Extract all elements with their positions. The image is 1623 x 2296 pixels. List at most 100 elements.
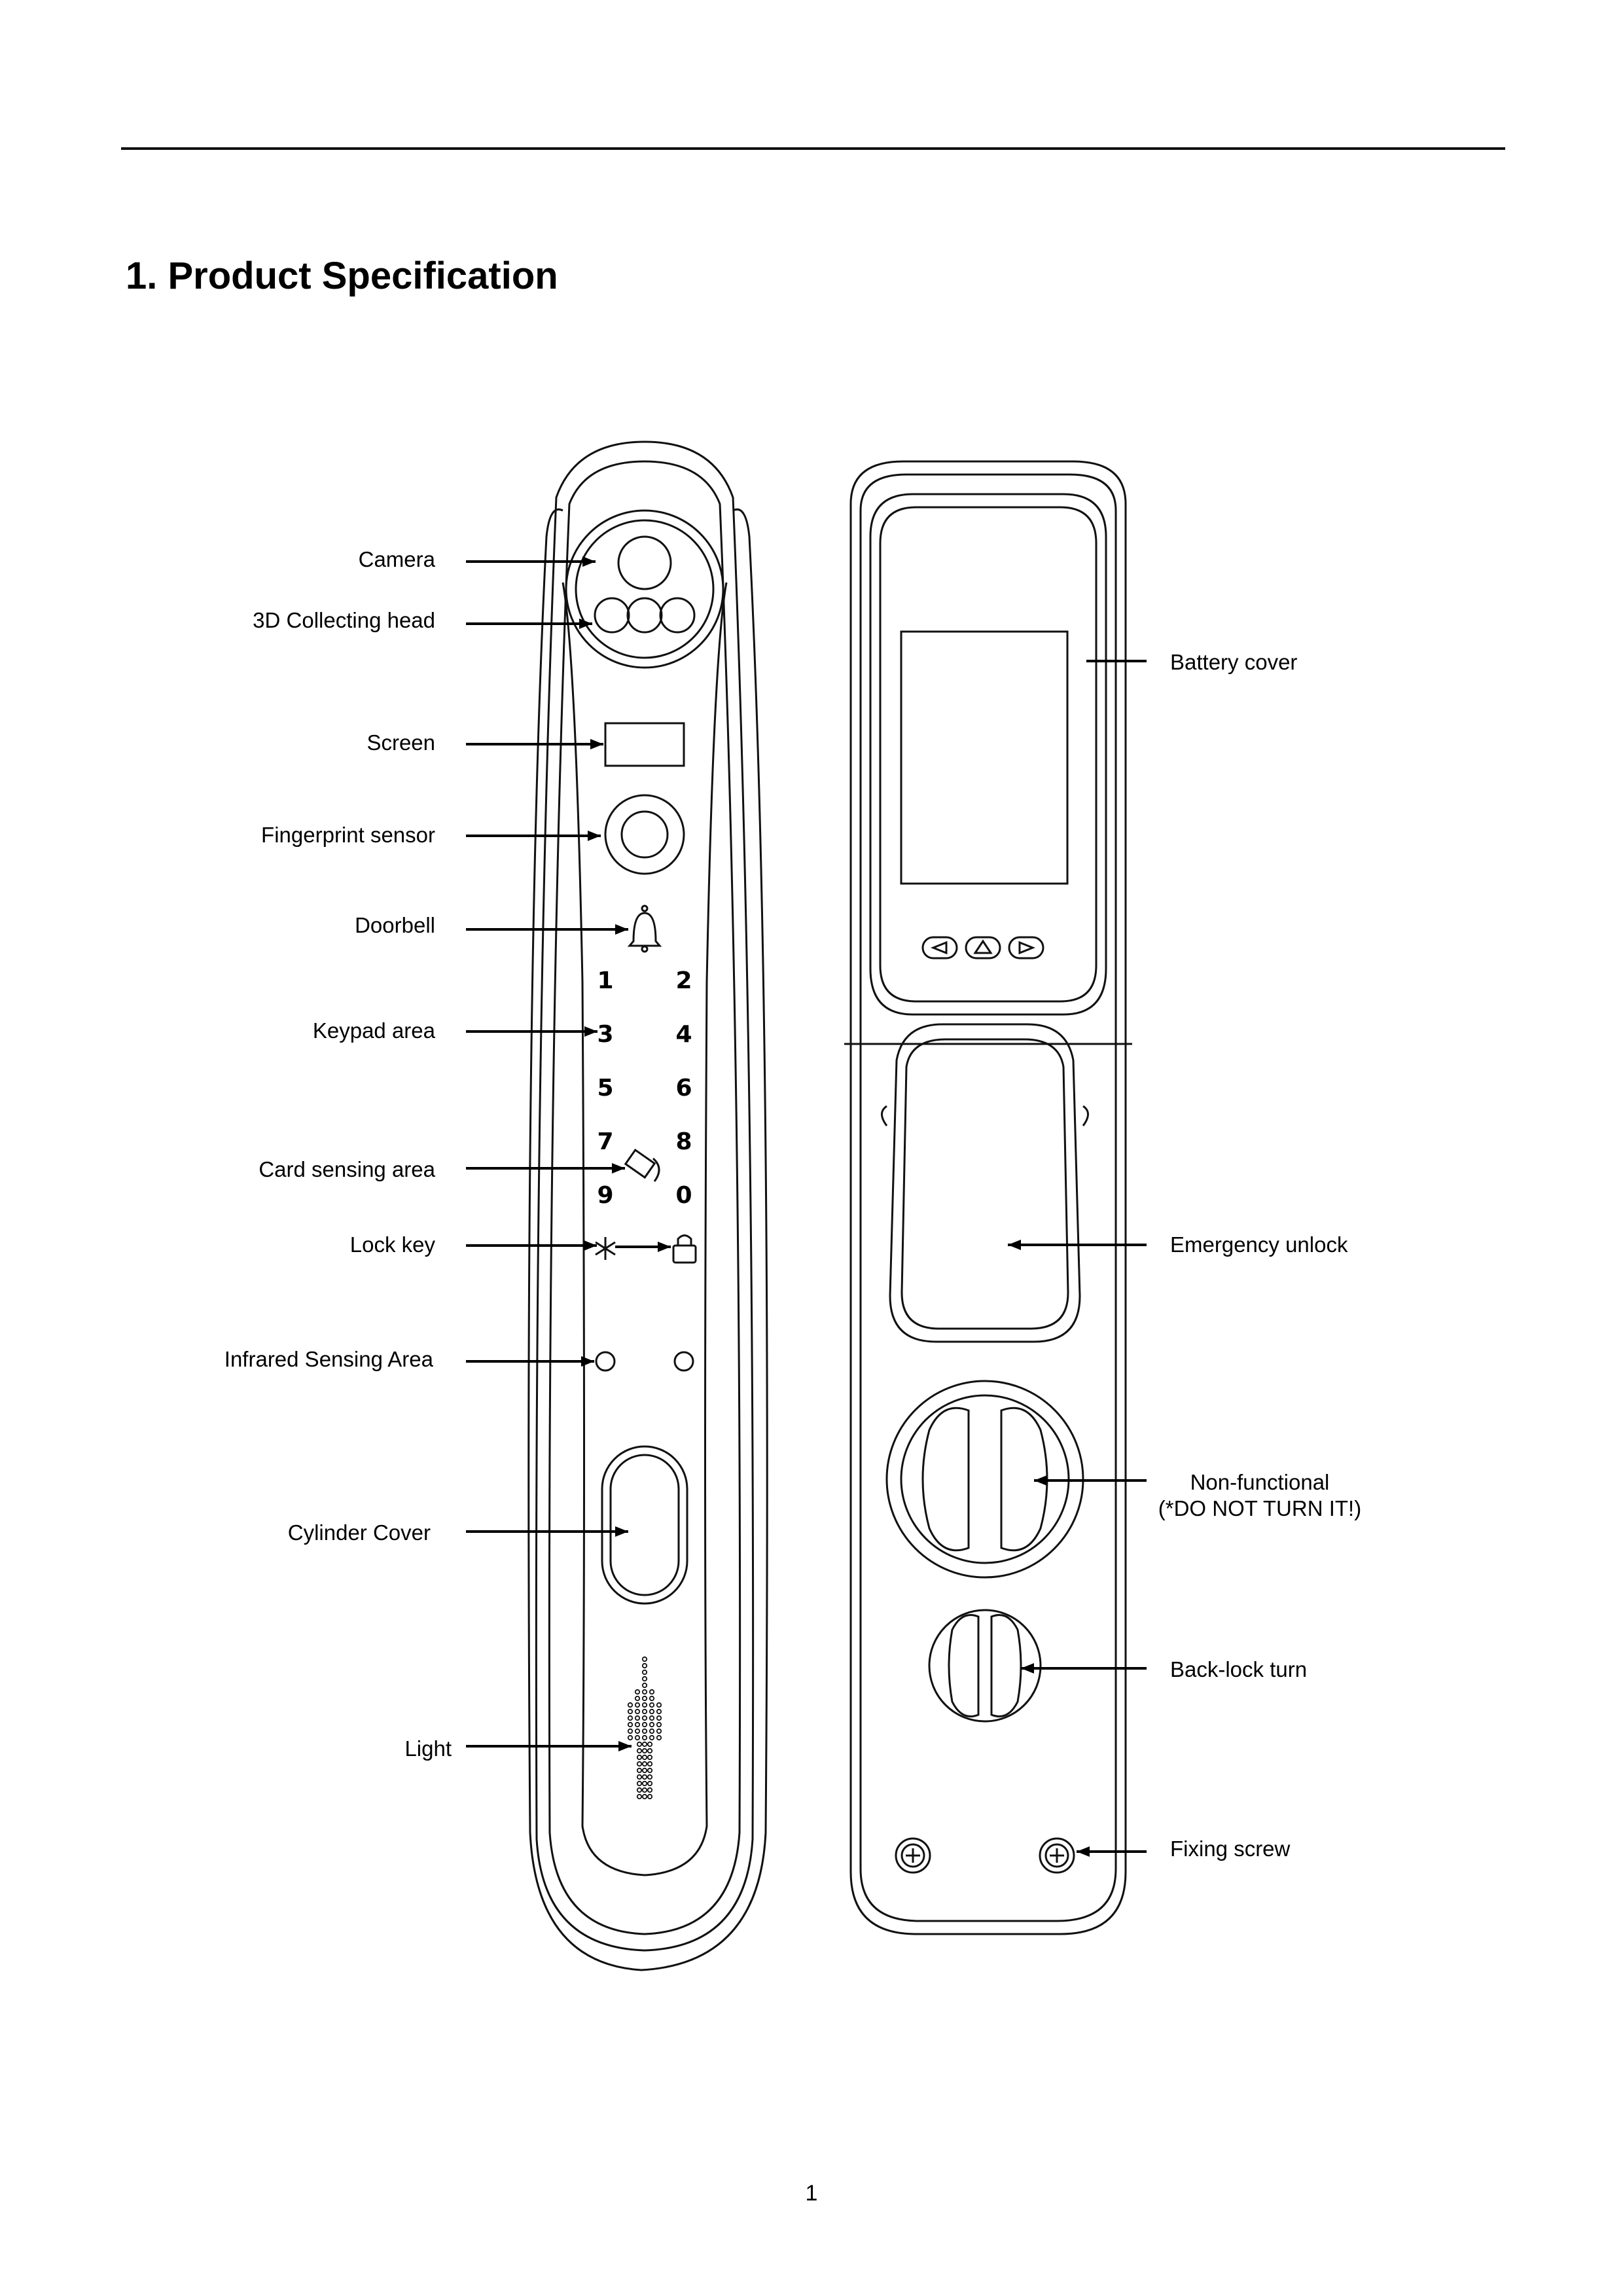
light-dot — [641, 1787, 648, 1793]
light-dot — [647, 1748, 653, 1754]
light-dot — [641, 1682, 648, 1689]
label-card: Card sensing area — [259, 1157, 435, 1181]
light-dot — [634, 1728, 641, 1734]
light-dot — [634, 1721, 641, 1728]
lock-key-icon — [672, 1234, 697, 1264]
light-dot — [647, 1767, 653, 1774]
light-dot — [656, 1734, 662, 1741]
light-dot — [647, 1787, 653, 1793]
light-dot — [627, 1715, 633, 1721]
light-dot — [634, 1702, 641, 1708]
key-4: 4 — [675, 1021, 692, 1048]
light-dot — [641, 1676, 648, 1682]
light-dot — [636, 1754, 643, 1761]
battery-cover — [869, 493, 1107, 1016]
infrared-sensor-right — [673, 1351, 694, 1372]
light-dots — [627, 1656, 662, 1800]
light-dot — [627, 1728, 633, 1734]
emergency-unlock — [881, 1023, 1089, 1343]
light-dot — [641, 1793, 648, 1800]
light-dot — [649, 1702, 655, 1708]
light-dot — [627, 1708, 633, 1715]
light-dot — [649, 1728, 655, 1734]
light-dot — [627, 1702, 633, 1708]
label-keypad: Keypad area — [312, 1018, 435, 1043]
light-dot — [641, 1708, 648, 1715]
label-camera: Camera — [358, 547, 435, 571]
light-dot — [641, 1761, 648, 1767]
label-screen: Screen — [366, 730, 435, 755]
light-dot — [641, 1695, 648, 1702]
key-1: 1 — [597, 967, 613, 994]
front-panel — [527, 440, 768, 1971]
light-dot — [647, 1774, 653, 1780]
light-dot — [649, 1721, 655, 1728]
light-dot — [641, 1669, 648, 1676]
light-dot — [641, 1780, 648, 1787]
key-0: 0 — [675, 1182, 692, 1209]
page-title: 1. Product Specification — [126, 255, 558, 297]
label-infrared: Infrared Sensing Area — [224, 1347, 433, 1371]
light-dot — [641, 1767, 648, 1774]
light-dot — [627, 1734, 633, 1741]
label-emergency-unlock: Emergency unlock — [1170, 1232, 1348, 1257]
light-dot — [641, 1715, 648, 1721]
light-dot — [636, 1780, 643, 1787]
light-dot — [636, 1774, 643, 1780]
key-3: 3 — [597, 1021, 613, 1048]
key-5: 5 — [597, 1075, 613, 1102]
light-dot — [636, 1761, 643, 1767]
label-doorbell: Doorbell — [355, 913, 435, 937]
light-dot — [641, 1754, 648, 1761]
light-dot — [641, 1689, 648, 1695]
light-dot — [649, 1715, 655, 1721]
fixing-screw-left — [895, 1837, 931, 1874]
light-dot — [647, 1793, 653, 1800]
callout-arrows — [466, 556, 1147, 1857]
light-dot — [656, 1721, 662, 1728]
label-nonfunctional-line2: (*DO NOT TURN IT!) — [1158, 1496, 1362, 1520]
fingerprint-sensor — [604, 794, 685, 875]
label-light: Light — [404, 1736, 452, 1761]
battery-cover-buttons — [921, 936, 1044, 960]
doorbell-icon — [627, 905, 662, 953]
star-key-icon — [595, 1237, 616, 1260]
key-2: 2 — [675, 967, 692, 994]
camera-module — [565, 509, 724, 669]
light-dot — [641, 1728, 648, 1734]
light-dot — [649, 1695, 655, 1702]
card-icon — [624, 1148, 660, 1182]
light-dot — [636, 1787, 643, 1793]
light-dot — [634, 1734, 641, 1741]
fixing-screw-right — [1039, 1837, 1075, 1874]
light-dot — [627, 1721, 633, 1728]
light-dot — [641, 1662, 648, 1669]
light-dot — [634, 1708, 641, 1715]
key-9: 9 — [597, 1182, 613, 1209]
key-6: 6 — [675, 1075, 692, 1102]
key-7: 7 — [597, 1128, 613, 1155]
screen-window — [604, 722, 685, 767]
light-dot — [656, 1702, 662, 1708]
cylinder-cover — [601, 1445, 688, 1605]
light-dot — [641, 1702, 648, 1708]
label-lock-key: Lock key — [349, 1232, 435, 1257]
light-dot — [656, 1708, 662, 1715]
light-dot — [647, 1741, 653, 1748]
light-dot — [636, 1767, 643, 1774]
back-panel — [844, 460, 1132, 1935]
light-dot — [634, 1689, 641, 1695]
label-fixing-screw: Fixing screw — [1170, 1837, 1291, 1861]
light-dot — [649, 1708, 655, 1715]
light-dot — [656, 1715, 662, 1721]
light-dot — [641, 1748, 648, 1754]
light-dot — [649, 1689, 655, 1695]
label-cylinder: Cylinder Cover — [287, 1520, 431, 1545]
header-rule — [121, 147, 1505, 150]
label-fingerprint: Fingerprint sensor — [261, 823, 435, 847]
light-dot — [641, 1774, 648, 1780]
label-battery-cover: Battery cover — [1170, 650, 1298, 674]
light-dot — [634, 1715, 641, 1721]
light-dot — [647, 1761, 653, 1767]
light-dot — [647, 1754, 653, 1761]
